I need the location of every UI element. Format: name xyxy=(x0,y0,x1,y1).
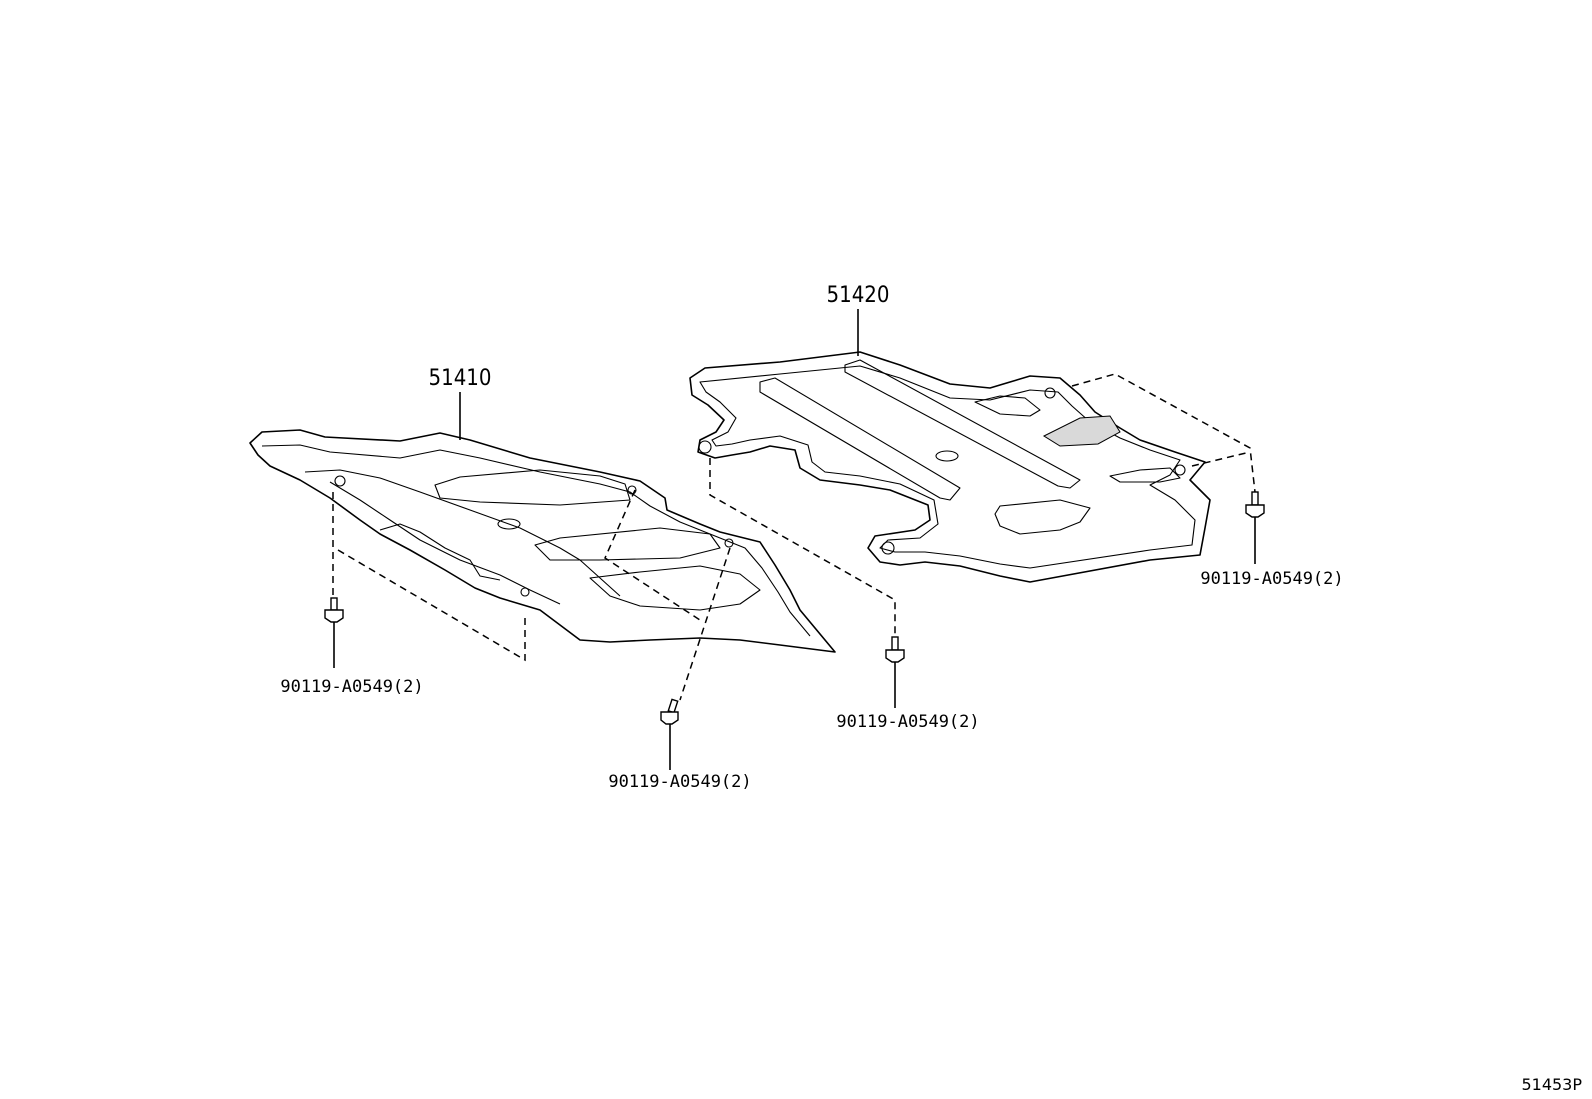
bolt-label-rear-right: 90119-A0549(2) xyxy=(1200,569,1343,589)
bolt-label-front-center: 90119-A0549(2) xyxy=(608,772,751,792)
bolt-label-front-left: 90119-A0549(2) xyxy=(280,677,423,697)
engine-under-cover-front[interactable] xyxy=(249,429,836,653)
bolt-label-rear-center: 90119-A0549(2) xyxy=(836,712,979,732)
part-number-51420: 51420 xyxy=(827,283,890,308)
bolt-front-left[interactable] xyxy=(324,597,344,668)
bolt-front-center[interactable] xyxy=(660,698,679,770)
diagram-reference-code: 51453P xyxy=(1521,1075,1582,1094)
bolt-rear-right[interactable] xyxy=(1245,491,1265,564)
mounting-guide-lines xyxy=(332,373,1256,701)
part-number-leaders xyxy=(459,309,859,440)
engine-under-cover-rear[interactable] xyxy=(689,351,1211,583)
part-number-51410: 51410 xyxy=(429,366,492,391)
bolt-rear-center[interactable] xyxy=(885,636,905,708)
